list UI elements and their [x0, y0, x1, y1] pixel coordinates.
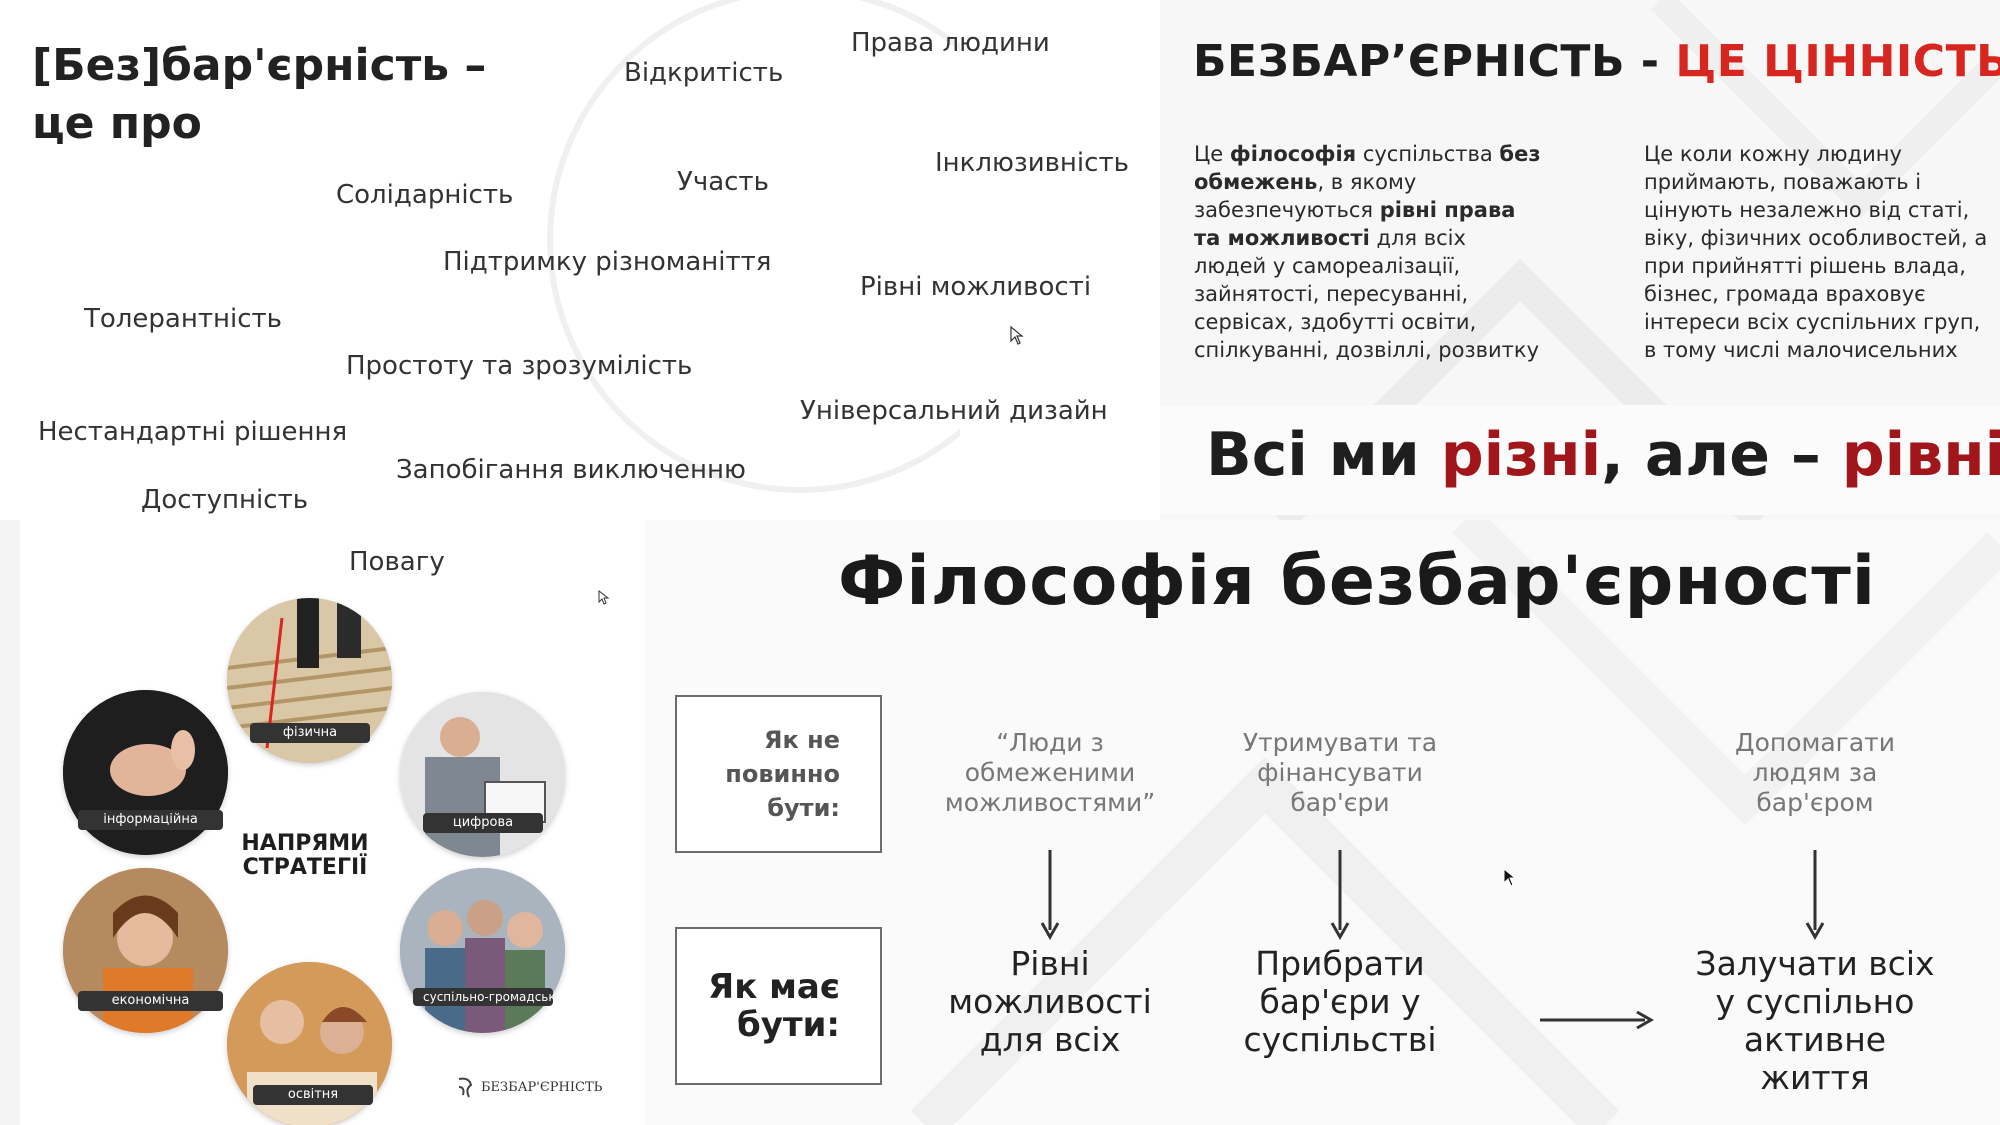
word-participation: Участь	[677, 167, 769, 197]
tag-education: освітня	[253, 1085, 373, 1105]
value-title-dark: БЕЗБАР’ЄРНІСТЬ -	[1193, 36, 1676, 87]
group-people-image	[400, 868, 565, 1033]
center-label-line1: НАПРЯМИ	[241, 831, 369, 856]
philosophy-title: Філософія безбар'єрності	[838, 542, 1877, 621]
col1-solution: Рівні можливості для всіх	[948, 944, 1152, 1059]
panel1-heading-line1: [Без]бар'єрність –	[32, 40, 487, 91]
box-should-be: Як має бути:	[675, 927, 882, 1085]
value-left-paragraph: Це філософія суспільства без обмежень, в…	[1194, 140, 1544, 364]
para-bold: без обмежень	[1194, 142, 1541, 194]
panel-barrier-free-words: [Без]бар'єрність – це про Відкритість Пр…	[0, 0, 1160, 520]
para-text: суспільства	[1356, 142, 1500, 166]
center-label-line2: СТРАТЕГІЇ	[242, 855, 368, 880]
barrier-free-logo: БЕЗБАР'ЄРНІСТЬ	[455, 1075, 602, 1099]
value-title: БЕЗБАР’ЄРНІСТЬ - ЦЕ ЦІННІСТЬ	[1193, 36, 2000, 87]
slogan-part: Всі ми	[1206, 420, 1441, 490]
col3-solution: Залучати всіх у суспільно активне життя	[1695, 944, 1935, 1097]
word-equal-opportunities: Рівні можливості	[860, 272, 1092, 302]
mouse-cursor-icon	[1010, 326, 1024, 345]
circle-social	[400, 868, 565, 1033]
word-accessibility: Доступність	[141, 485, 309, 515]
arrow-down-icon	[1330, 850, 1350, 941]
col1-problem: “Люди з обмеженими можливостями”	[944, 728, 1156, 817]
slogan-part: , але –	[1601, 420, 1842, 490]
tag-economic: економічна	[78, 991, 223, 1011]
para-bold: філософія	[1229, 142, 1357, 166]
para-bold: рівні права та можливості	[1194, 198, 1516, 250]
col3-problem: Допомагати людям за бар'єром	[1735, 728, 1895, 817]
value-title-red: ЦЕ ЦІННІСТЬ	[1675, 36, 2000, 87]
para-text: для всіх людей у самореалізації, зайнято…	[1194, 226, 1540, 362]
word-respect: Повагу	[349, 547, 445, 577]
word-inclusivity: Інклюзивність	[935, 148, 1129, 178]
word-tolerance: Толерантність	[84, 304, 282, 334]
slogan-part-red: рівні	[1841, 420, 2000, 490]
mouse-cursor-icon	[598, 590, 610, 605]
slogan-part-red: різні	[1440, 420, 1602, 490]
arrow-down-icon	[1040, 850, 1060, 941]
logo-text: БЕЗБАР'ЄРНІСТЬ	[481, 1079, 603, 1095]
panel-philosophy: Філософія безбар'єрності Як не повинно б…	[645, 520, 2000, 1125]
word-solidarity: Солідарність	[336, 180, 514, 210]
word-exclusion-prevention: Запобігання виключенню	[396, 455, 746, 485]
tag-informational: інформаційна	[78, 810, 223, 830]
tag-social: суспільно-громадська	[413, 988, 563, 1006]
panel-barrier-free-value: БЕЗБАР’ЄРНІСТЬ - ЦЕ ЦІННІСТЬ Це філософі…	[1160, 0, 2000, 520]
para-text: , в якому забезпечуються	[1194, 170, 1417, 222]
mouse-cursor-icon	[1503, 868, 1517, 887]
arrow-down-icon	[1805, 850, 1825, 941]
tag-digital: цифрова	[423, 813, 543, 833]
panel-strategy-directions: Повагу фізична інформаційна цифрова НА	[20, 520, 660, 1125]
para-text: Це	[1194, 142, 1230, 166]
word-nonstandard-solutions: Нестандартні рішення	[38, 417, 348, 447]
value-right-paragraph: Це коли кожну людину приймають, поважают…	[1644, 142, 1988, 362]
col2-solution: Прибрати бар'єри у суспільстві	[1243, 944, 1437, 1059]
arrow-right-icon	[1540, 1010, 1655, 1030]
strategy-center-label: НАПРЯМИ СТРАТЕГІЇ	[235, 832, 375, 880]
word-human-rights: Права людини	[851, 28, 1050, 58]
word-diversity-support: Підтримку різноманіття	[443, 247, 772, 277]
panel1-heading-line2: це про	[32, 98, 202, 149]
word-openness: Відкритість	[624, 58, 784, 88]
box-should-be-label: Як має бути:	[708, 967, 840, 1045]
col2-problem: Утримувати та фінансувати бар'єри	[1242, 728, 1438, 817]
tag-physical: фізична	[250, 723, 370, 743]
circle-informational	[63, 690, 228, 855]
logo-icon	[458, 1077, 473, 1098]
slogan: Всі ми різні, але – рівні	[1206, 420, 2000, 490]
word-simplicity: Простоту та зрозумілість	[346, 351, 693, 381]
box-should-not-be: Як не повинно бути:	[675, 695, 882, 853]
sign-language-image	[63, 690, 228, 855]
box-should-not-be-label: Як не повинно бути:	[725, 726, 840, 822]
slogan-band	[1160, 405, 2000, 515]
word-universal-design: Універсальний дизайн	[800, 396, 1108, 426]
